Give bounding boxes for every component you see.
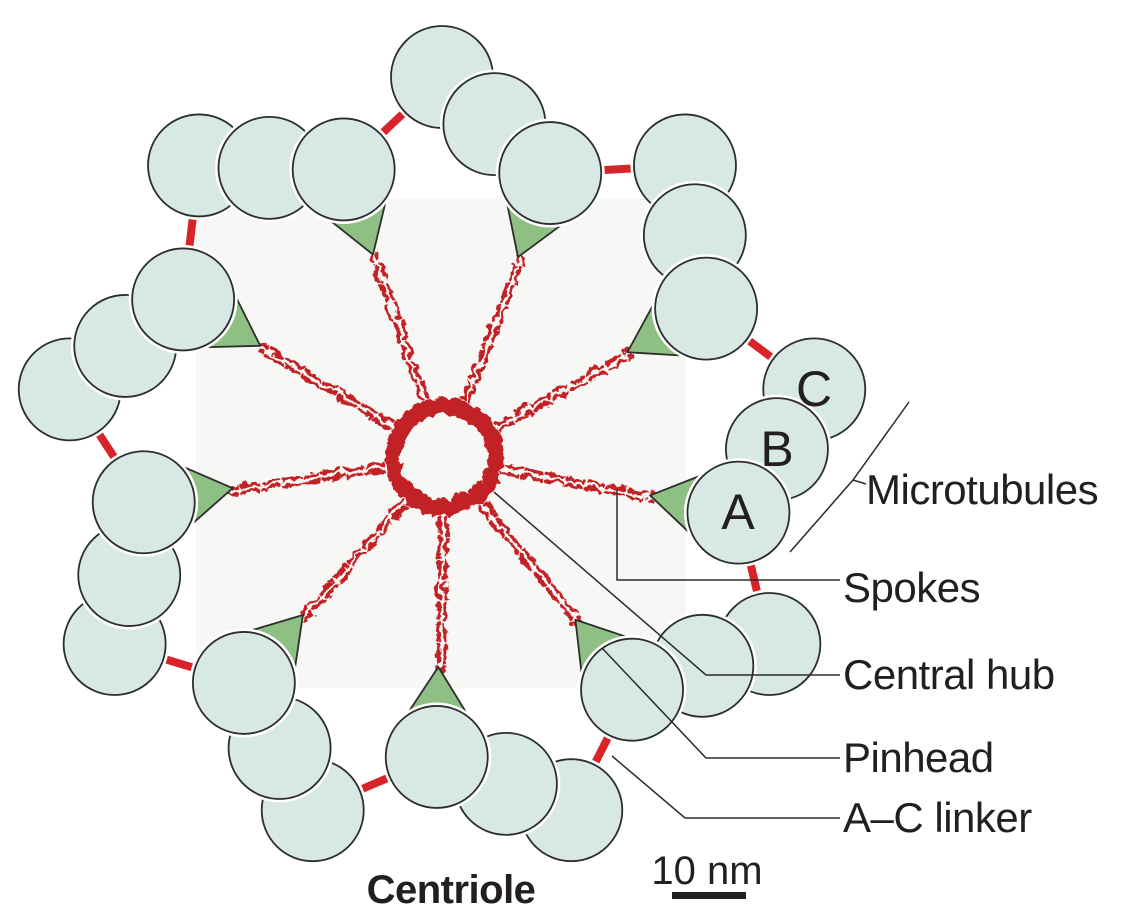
- microtubule-a: [191, 631, 296, 735]
- label-microtubules: Microtubules: [866, 466, 1099, 513]
- spoke-line: [500, 468, 654, 501]
- spoke-line: [495, 352, 633, 430]
- spoke-line: [439, 515, 446, 671]
- microtubule-a: [91, 450, 196, 555]
- spoke-line: [258, 340, 393, 423]
- spoke-line: [297, 497, 401, 617]
- spoke-line: [302, 502, 406, 621]
- microtubule-a: [580, 637, 684, 742]
- scale-bar-label: 10 nm: [651, 849, 763, 893]
- spoke-line: [373, 249, 427, 398]
- spoke-line: [255, 345, 390, 428]
- spoke-line: [367, 251, 421, 400]
- spoke-line: [481, 499, 581, 622]
- spoke-line: [459, 252, 518, 398]
- central-hub-ring: [387, 400, 497, 510]
- spoke-line: [492, 346, 630, 424]
- spoke-line: [228, 459, 383, 488]
- microtubule-triplets: [15, 22, 869, 865]
- scale-bar: [672, 892, 746, 899]
- spoke-line: [501, 461, 655, 495]
- microtubule-a: [498, 121, 603, 225]
- central-hub-ring: [382, 395, 502, 515]
- spoke-line: [476, 503, 576, 626]
- microtubule-a: [654, 256, 759, 361]
- central-hub-ring: [393, 406, 491, 504]
- spokes-callout: [616, 489, 840, 581]
- microtubule-a: [384, 705, 489, 809]
- label-spokes: Spokes: [843, 564, 981, 611]
- pinhead-callout: [601, 647, 840, 759]
- label-pinhead: Pinhead: [843, 734, 994, 781]
- label-ac-linker: A–C linker: [843, 794, 1032, 841]
- central-hub-callout: [493, 491, 840, 676]
- tubule-letter-c: C: [795, 361, 833, 417]
- microtubule-a: [131, 247, 236, 352]
- microtubule-a: [291, 117, 396, 222]
- label-central-hub: Central hub: [843, 651, 1055, 698]
- microtubules-tick: [852, 479, 867, 485]
- figure-title: Centriole: [366, 868, 536, 912]
- callout-lines: [493, 401, 910, 819]
- microtubule-a: [686, 460, 791, 565]
- ac-linker-callout: [611, 755, 840, 819]
- spoke-line: [465, 254, 524, 401]
- cartwheel: [228, 249, 655, 671]
- tubule-letter-b: B: [760, 421, 794, 477]
- tubule-letter-a: A: [721, 484, 755, 540]
- spoke-line: [229, 466, 384, 494]
- spoke-line: [433, 515, 440, 671]
